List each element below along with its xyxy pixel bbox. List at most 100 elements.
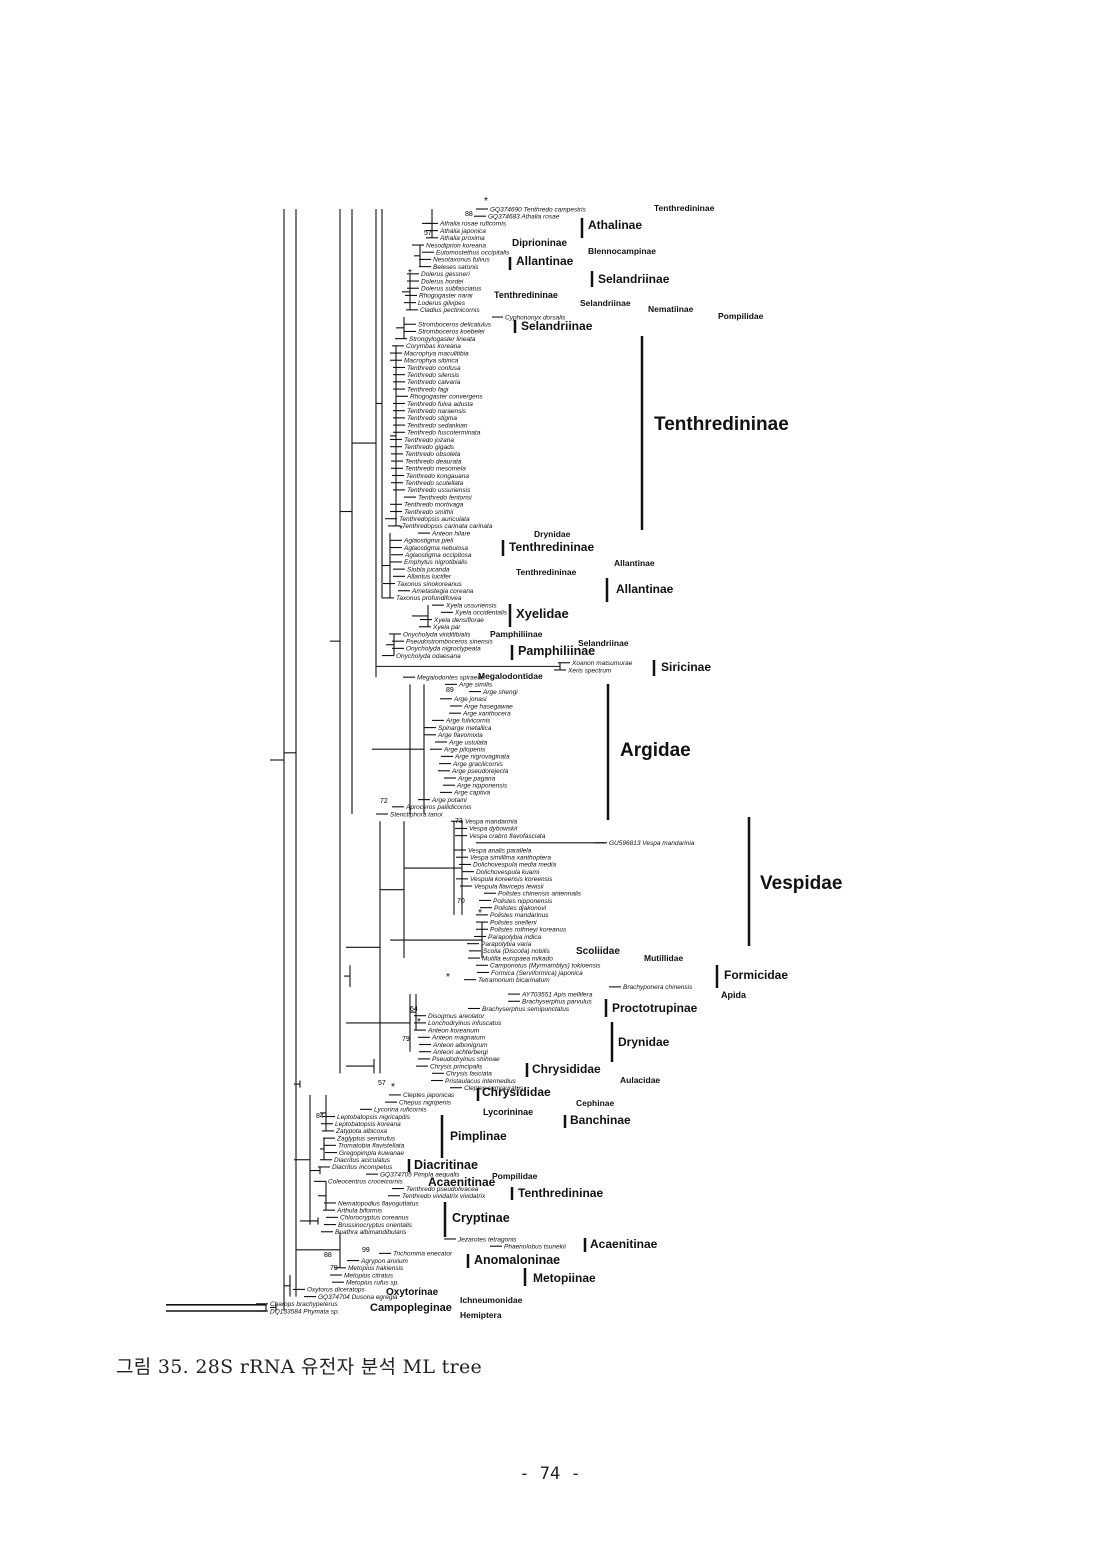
group-label: Allantinae — [516, 254, 574, 268]
support-value: 79 — [330, 1265, 338, 1272]
tip-label: Arge fulvicornis — [445, 718, 491, 725]
group-label: Diprioninae — [512, 238, 567, 249]
support-value: 57 — [424, 230, 432, 237]
tip-label: Tenthredo scutellata — [405, 480, 464, 487]
tip-label: Camponotus (Myrmamblys) tokioensis — [490, 963, 601, 970]
tip-label: Pseudostromboceros sinensis — [406, 638, 493, 645]
tip-label: Zaglyptus semirufus — [336, 1135, 396, 1142]
tip-label: Arge xanthocera — [462, 710, 511, 717]
support-value: 89 — [446, 687, 454, 694]
tip-label: Xyela occidentalis — [454, 610, 508, 617]
tip-label: Onycholyda viriditibialis — [403, 631, 471, 638]
tip-label: Arge flavomixta — [437, 732, 483, 739]
tip-label: Athalia rosae ruficornis — [439, 221, 507, 228]
tip-label: Metopius citratus — [344, 1272, 394, 1279]
group-label: Selandriinae — [598, 272, 670, 286]
tip-label: Zatypota albicoxa — [335, 1128, 387, 1135]
tip-label: Arge pagana — [457, 775, 496, 782]
tip-label: Cleptes semiauratus — [464, 1085, 524, 1092]
tip-label: Polistes snelleni — [490, 919, 537, 926]
tip-label: GU596813 Vespa mandarinia — [609, 840, 695, 847]
tip-label: Phaenolobus tsunekii — [504, 1243, 566, 1250]
tip-label: Polistes rothneyi koreanus — [490, 927, 567, 934]
group-label: Aulacidae — [620, 1075, 660, 1085]
tip-label: Agrypon anxium — [360, 1258, 409, 1265]
tip-label: Tetramorium bicarinatum — [478, 977, 550, 984]
group-label: Cryptinae — [452, 1211, 510, 1225]
support-value: 84 — [316, 1113, 324, 1120]
support-value: 79 — [402, 1036, 410, 1043]
support-value: 72 — [380, 798, 388, 805]
support-value: 64 — [410, 1006, 418, 1013]
page-number: - 74 - — [519, 1464, 581, 1484]
group-label: Tenthredininae — [494, 290, 558, 300]
group-label: Selandriinae — [578, 638, 629, 648]
tip-label: Arge jonasi — [453, 696, 487, 703]
group-label: Cephinae — [576, 1098, 615, 1108]
group-label: Drynidae — [534, 529, 571, 539]
tip-label: Metopius hakiensis — [348, 1265, 404, 1272]
tip-label: Lycorina ruficornis — [374, 1107, 427, 1114]
tip-label: Arge nipponensis — [456, 783, 508, 790]
support-value: * — [478, 908, 482, 919]
tip-label: Tenthredo smithii — [404, 509, 454, 516]
group-label: Oxytorinae — [386, 1287, 439, 1298]
tip-label: Anteon achterbergi — [432, 1049, 488, 1056]
support-value: * — [446, 972, 450, 983]
tip-label: GQ374705 Pimpla aequalis — [380, 1171, 460, 1178]
tree-branches — [166, 208, 621, 1312]
clade-bars — [407, 218, 751, 1286]
tip-label: Arge shengi — [482, 689, 518, 696]
tip-label: Tenthredo fentonsi — [418, 494, 472, 501]
support-value: 73 — [455, 818, 463, 825]
tip-label: Tenthredo vividatrix vividatrix — [402, 1193, 486, 1200]
group-label: Apida — [721, 990, 747, 1000]
tip-label: Vespa mandarinia — [465, 819, 518, 826]
tip-label: Sterictiphora tanoi — [390, 811, 443, 818]
tip-label: Arge nigrovaginata — [454, 754, 510, 761]
tip-label: Arge gracilicornis — [452, 761, 504, 768]
tip-label: Chrysis fasciata — [446, 1071, 492, 1078]
tip-label: Taxonus sinokoreanus — [397, 581, 463, 588]
tip-label: Tenthredo mesomela — [405, 466, 466, 473]
tip-label: Anteon hilare — [431, 530, 471, 537]
tip-label: Xeris spectrum — [567, 667, 612, 674]
tip-label: Cladius pectinicornis — [420, 307, 480, 314]
tip-label: Aproceros pallidicornis — [405, 804, 472, 811]
group-label: Allantinae — [614, 558, 655, 568]
tip-label: DQ133584 Phymata sp. — [270, 1308, 340, 1315]
tip-label: Tenthredopsis auriculata — [399, 516, 470, 523]
tip-label: Charops brachypeterus — [270, 1301, 338, 1308]
tip-label: Siobla jucanda — [407, 566, 450, 573]
group-label: Xyelidae — [516, 606, 569, 621]
group-label: Pimplinae — [450, 1129, 507, 1143]
tip-label: Arge captiva — [453, 790, 491, 797]
tip-label: Anteon koreanum — [427, 1027, 480, 1034]
tip-label: Arge pilopenis — [443, 746, 486, 753]
tip-label: Dolerus gessneri — [421, 271, 470, 278]
group-label: Allantinae — [616, 582, 674, 596]
figure-caption: 그림 35. 28S rRNA 유전자 분석 ML tree — [116, 1356, 483, 1378]
group-label: Tenthredininae — [516, 567, 577, 577]
group-label: Ichneumonidae — [460, 1295, 523, 1305]
tip-label: Xoanon matsumurae — [571, 660, 633, 667]
group-label: Selandriinae — [521, 319, 593, 333]
tip-label: Xyela ussuriensis — [445, 602, 497, 609]
tip-label: Dolerus subfasciatus — [421, 286, 482, 293]
tip-label: Vespa dybowskii — [469, 826, 518, 833]
tip-label: Polistes nipponensis — [493, 898, 553, 905]
tip-label: Vespa simillima xanthoptera — [470, 855, 551, 862]
tip-label: Anteon albonigrum — [432, 1042, 488, 1049]
tip-label: Arthula biformis — [336, 1207, 383, 1214]
tip-label: Tenthredo mortivaga — [404, 502, 464, 509]
tip-label: Tenthredo confusa — [407, 365, 461, 372]
support-value: 88 — [324, 1252, 332, 1259]
tip-label: Leptobatopsis nigricapitis — [337, 1114, 411, 1121]
tip-label: Rhogogaster convergens — [410, 394, 483, 401]
tip-label: Disogmus areolator — [428, 1013, 485, 1020]
tip-label: Nesodiprion koreana — [426, 242, 486, 249]
support-value: 99 — [362, 1247, 370, 1254]
